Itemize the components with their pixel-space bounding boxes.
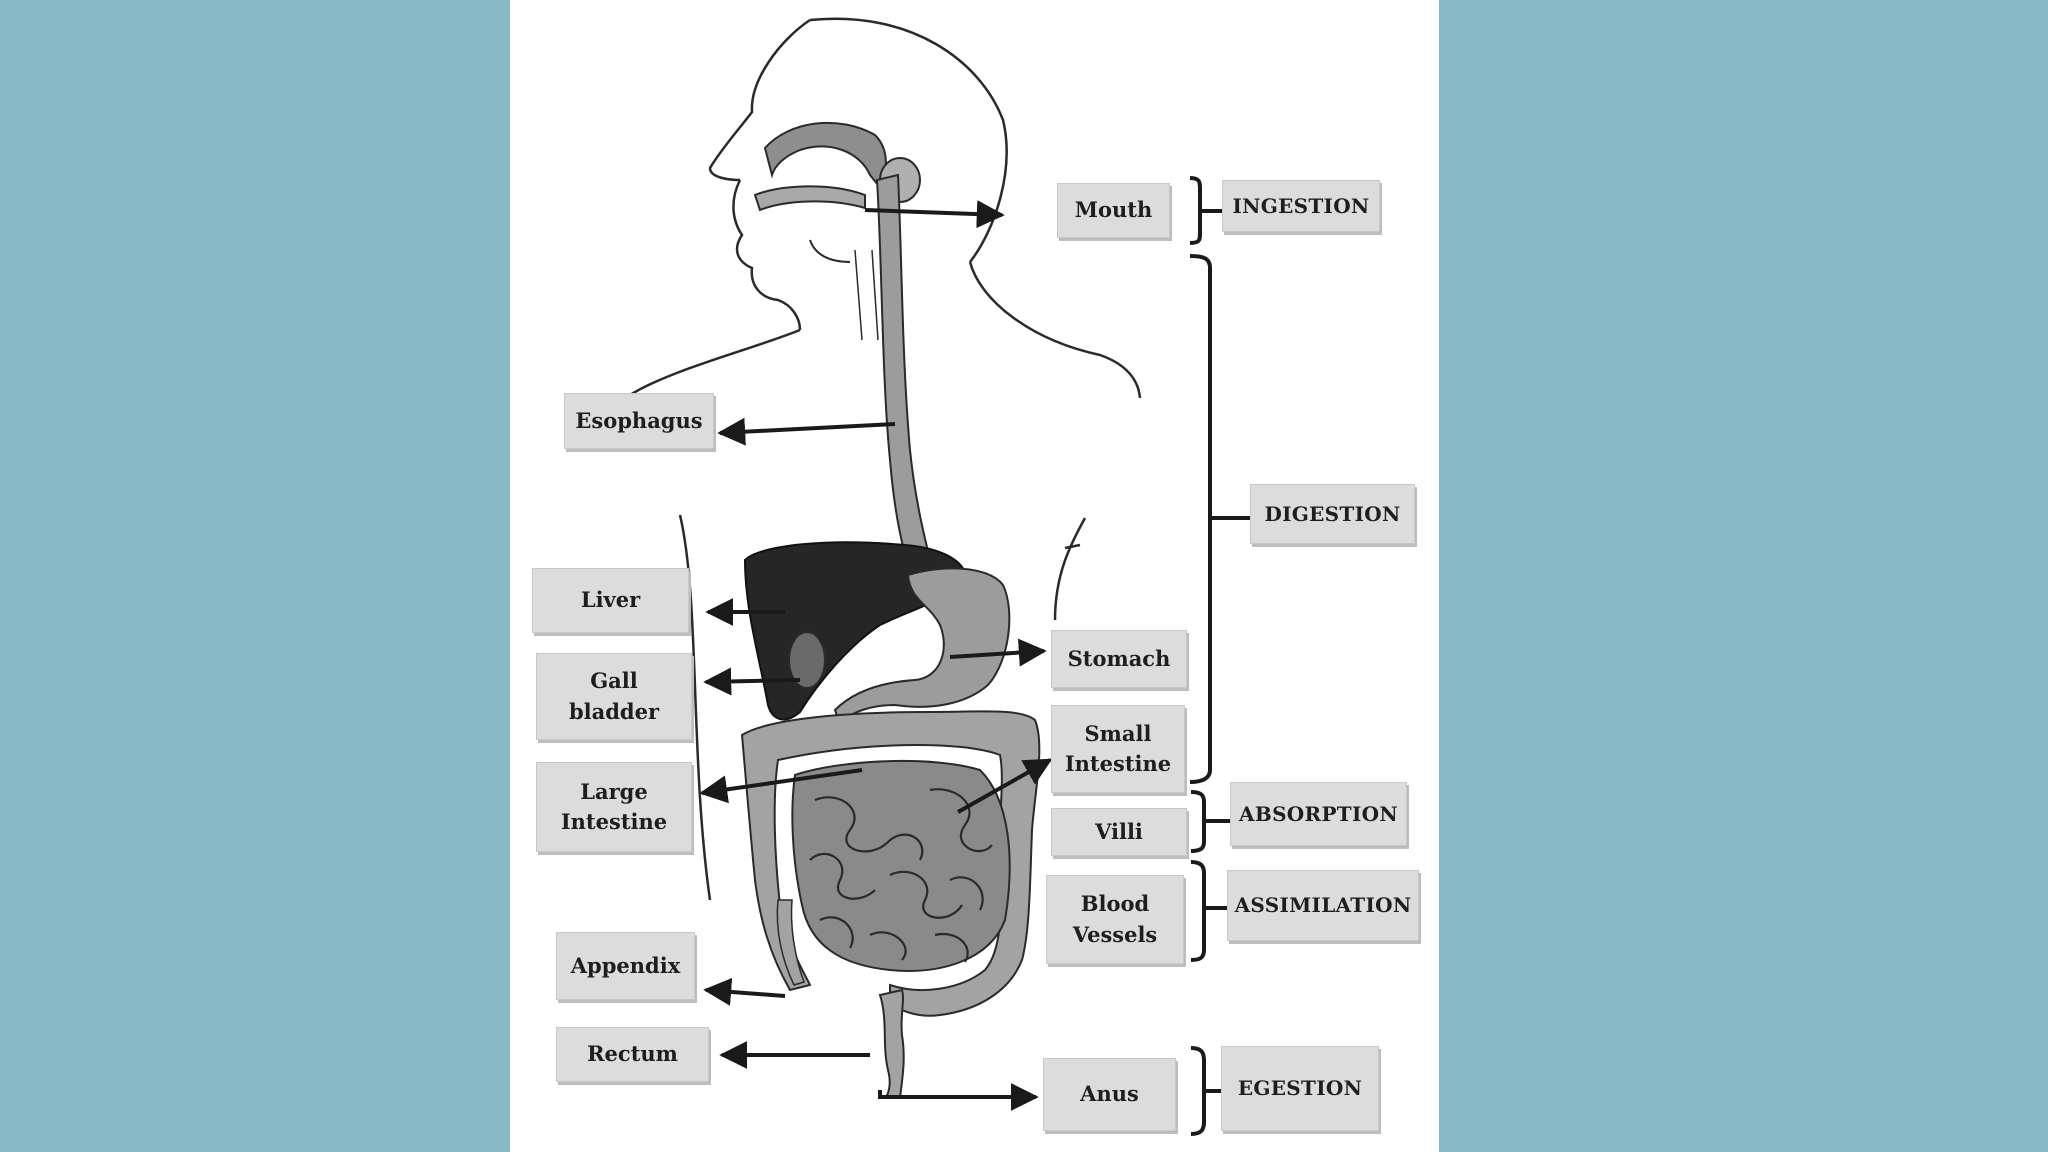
label-anus: Anus — [1043, 1058, 1176, 1131]
bracket-ingestion — [1189, 176, 1223, 245]
stage-assimilation: ASSIMILATION — [1227, 870, 1419, 941]
label-small-intestine: Small Intestine — [1051, 705, 1185, 793]
digestive-system-illustration — [629, 17, 1251, 1136]
bracket-digestion — [1189, 254, 1251, 784]
large-intestine-shape — [740, 710, 1041, 1017]
stage-brackets — [1189, 176, 1251, 1136]
arrow-esophagus — [717, 417, 896, 446]
stage-absorption: ABSORPTION — [1230, 782, 1407, 846]
bracket-absorption — [1190, 790, 1231, 853]
stomach-shape — [833, 567, 1011, 728]
label-large-intestine: Large Intestine — [536, 762, 692, 852]
gall-bladder-shape — [788, 631, 826, 689]
label-esophagus: Esophagus — [564, 393, 714, 449]
bracket-egestion — [1190, 1046, 1222, 1136]
arrow-appendix — [703, 977, 786, 1006]
arrow-mouth — [864, 200, 1005, 229]
arrow-stomach — [949, 638, 1047, 667]
appendix-shape — [776, 899, 805, 986]
stage-digestion: DIGESTION — [1250, 484, 1415, 544]
stage-egestion: EGESTION — [1221, 1046, 1379, 1131]
label-mouth: Mouth — [1057, 183, 1170, 238]
label-appendix: Appendix — [556, 932, 695, 1000]
label-liver: Liver — [532, 568, 689, 633]
bracket-assimilation — [1190, 860, 1228, 962]
diagram-panel: Mouth Esophagus Liver Gall bladder Large… — [510, 0, 1439, 1152]
label-rectum: Rectum — [556, 1027, 709, 1082]
arrow-small-intestine — [957, 758, 1053, 814]
esophagus-tube — [875, 173, 937, 587]
arrow-anus — [878, 1083, 1039, 1111]
small-intestine-coils — [791, 759, 1011, 972]
label-gall-bladder: Gall bladder — [536, 653, 692, 740]
pointer-arrows — [699, 200, 1053, 1111]
rectum-shape — [878, 988, 905, 1099]
arrow-gall-bladder — [703, 667, 801, 696]
stage-ingestion: INGESTION — [1222, 180, 1380, 232]
label-blood-vessels: Blood Vessels — [1046, 875, 1184, 964]
label-villi: Villi — [1051, 808, 1187, 856]
arrow-large-intestine — [699, 768, 863, 804]
label-stomach: Stomach — [1051, 630, 1187, 688]
